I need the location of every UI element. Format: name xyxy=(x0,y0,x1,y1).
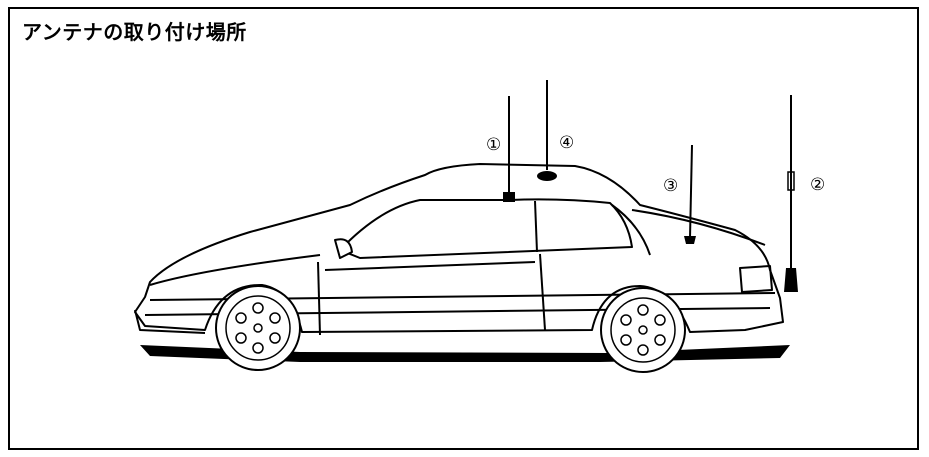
antenna-2 xyxy=(784,95,798,292)
page-title: アンテナの取り付け場所 xyxy=(22,20,247,44)
callout-1: ① xyxy=(486,135,501,155)
callout-4: ④ xyxy=(559,133,574,153)
front-wheel xyxy=(215,285,301,371)
antenna-1 xyxy=(503,96,515,202)
callout-2: ② xyxy=(810,175,825,195)
antenna-3 xyxy=(684,144,696,244)
callout-3: ③ xyxy=(663,176,678,196)
antenna-4 xyxy=(537,80,557,181)
rear-wheel xyxy=(600,287,686,373)
